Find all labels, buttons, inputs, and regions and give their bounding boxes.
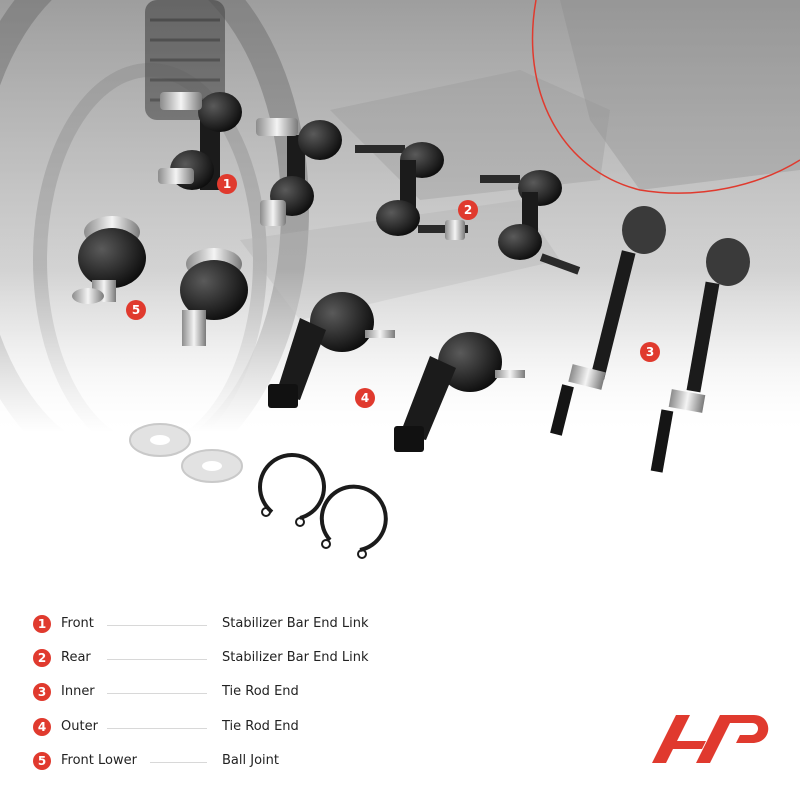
legend-divider (107, 693, 207, 694)
legend-row-5: 5 Front Lower Ball Joint (0, 743, 800, 777)
brand-logo-icon (652, 715, 769, 763)
legend-number-badge: 5 (33, 752, 51, 770)
badge-2: 2 (458, 200, 478, 220)
legend-number-badge: 4 (33, 718, 51, 736)
badge-1: 1 (217, 174, 237, 194)
inner-tie-rod-left (550, 206, 666, 436)
legend-position: Rear (61, 650, 91, 665)
badge-3: 3 (640, 342, 660, 362)
legend-position: Front (61, 616, 94, 631)
legend-number-badge: 2 (33, 649, 51, 667)
legend-part-name: Tie Rod End (222, 719, 299, 734)
legend-divider (107, 625, 207, 626)
inner-tie-rod-right (650, 238, 750, 473)
legend-part-name: Ball Joint (222, 753, 279, 768)
outer-tie-rod-end-left (268, 292, 395, 408)
legend-divider (107, 659, 207, 660)
ball-joint-right (180, 248, 248, 346)
legend-position: Outer (61, 719, 98, 734)
background-suspension (0, 0, 800, 600)
legend-position: Front Lower (61, 753, 137, 768)
legend-number-badge: 3 (33, 683, 51, 701)
rear-stabilizer-link-left (355, 142, 468, 240)
accent-arc (531, 0, 800, 194)
front-stabilizer-link-left (158, 92, 242, 190)
legend-divider (150, 762, 207, 763)
badge-5: 5 (126, 300, 146, 320)
legend-divider (107, 728, 207, 729)
legend-position: Inner (61, 684, 95, 699)
legend-row-4: 4 Outer Tie Rod End (0, 709, 800, 743)
legend-row-1: 1 Front Stabilizer Bar End Link (0, 606, 800, 640)
ball-joint-left (72, 216, 146, 304)
rear-stabilizer-link-right (480, 170, 581, 275)
legend-row-2: 2 Rear Stabilizer Bar End Link (0, 640, 800, 674)
front-stabilizer-link-right (256, 118, 342, 226)
legend-part-name: Tie Rod End (222, 684, 299, 699)
snap-rings (258, 453, 388, 559)
badge-4: 4 (355, 388, 375, 408)
legend-part-name: Stabilizer Bar End Link (222, 616, 369, 631)
lock-washers (129, 423, 243, 483)
legend-number-badge: 1 (33, 615, 51, 633)
legend-part-name: Stabilizer Bar End Link (222, 650, 369, 665)
legend-row-3: 3 Inner Tie Rod End (0, 674, 800, 708)
outer-tie-rod-end-right (394, 332, 525, 452)
